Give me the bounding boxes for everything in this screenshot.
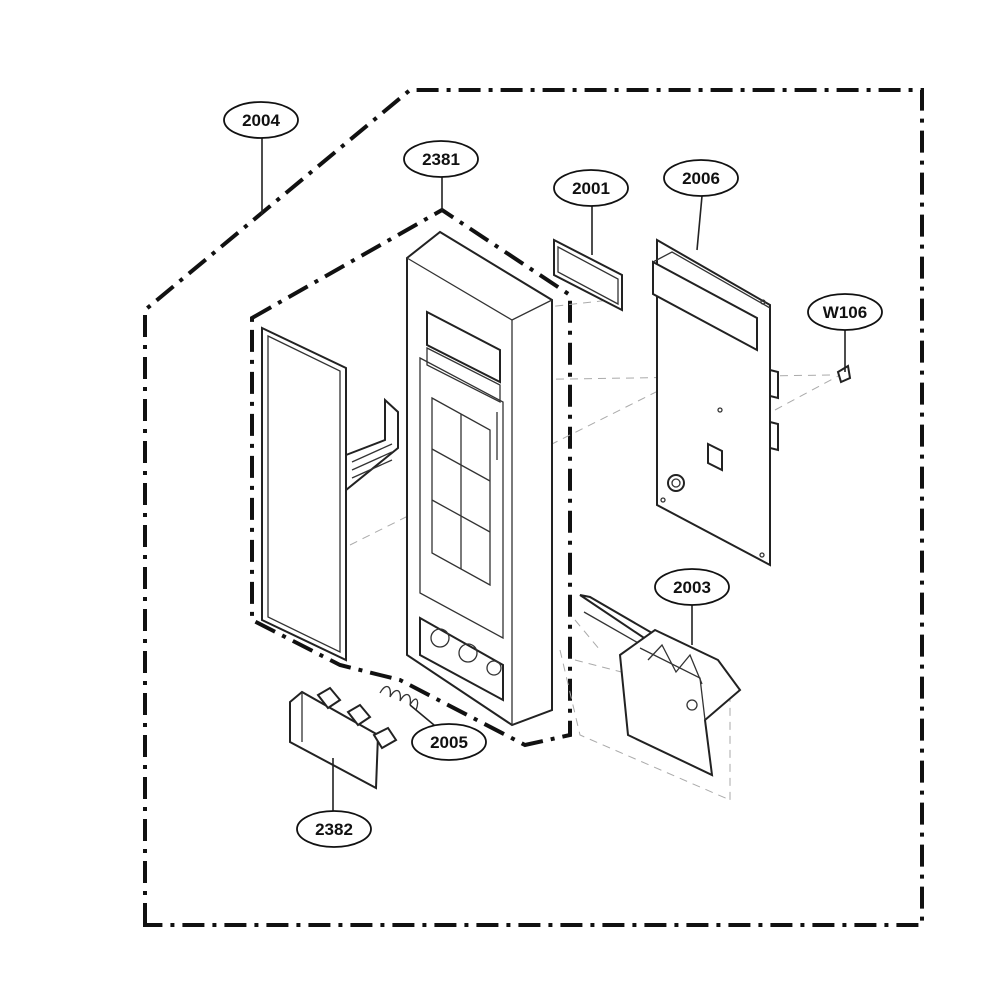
callout-2003: 2003 <box>654 568 730 606</box>
callout-label: 2003 <box>673 578 711 597</box>
callout-label: 2006 <box>682 169 720 188</box>
assembly-boundary-2004 <box>143 88 924 927</box>
screw-w106 <box>836 364 852 384</box>
callout-2001: 2001 <box>553 169 629 207</box>
callout-label: 2004 <box>242 111 280 130</box>
callout-2005: 2005 <box>411 723 487 761</box>
control-panel-boundary-2381 <box>250 207 572 748</box>
callout-label: 2001 <box>572 179 610 198</box>
callout-w106: W106 <box>807 293 883 331</box>
callout-2004: 2004 <box>223 101 299 139</box>
callout-label: 2005 <box>430 733 468 752</box>
display-filter <box>553 238 623 312</box>
callout-2382: 2382 <box>296 810 372 848</box>
control-panel-frame <box>406 230 553 727</box>
callout-label: W106 <box>823 303 867 322</box>
pcb-assembly <box>652 238 779 567</box>
spring <box>379 685 419 711</box>
callout-2381: 2381 <box>403 140 479 178</box>
callout-label: 2381 <box>422 150 460 169</box>
callout-label: 2382 <box>315 820 353 839</box>
callout-2006: 2006 <box>663 159 739 197</box>
membrane-keypad-sheet <box>261 326 399 662</box>
door-latch-lever <box>579 594 742 777</box>
push-button <box>289 686 398 790</box>
leader-lines <box>261 138 846 812</box>
